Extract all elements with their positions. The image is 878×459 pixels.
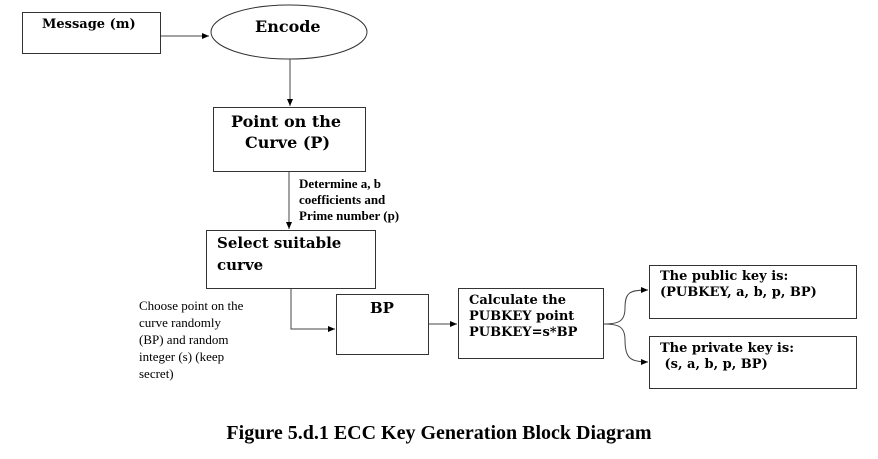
- select-line1: Select suitable: [217, 234, 342, 252]
- point-line2: Curve (P): [245, 133, 331, 152]
- determine-line3: Prime number (p): [299, 208, 400, 223]
- edge-select-bp: [290, 288, 335, 332]
- calculate-pubkey-box: Calculate the PUBKEY point PUBKEY=s*BP: [458, 288, 604, 359]
- private-line1: The private key is:: [660, 341, 794, 356]
- edge-calculate-public: [602, 287, 649, 325]
- choose-line1: Choose point on the: [139, 298, 244, 313]
- private-key-box: The private key is: (s, a, b, p, BP): [649, 336, 857, 389]
- message-box: Message (m): [22, 12, 161, 54]
- private-line2: (s, a, b, p, BP): [660, 357, 768, 372]
- select-curve-box: Select suitable curve: [206, 230, 376, 289]
- bp-label: BP: [370, 299, 394, 317]
- calculate-line1: Calculate the: [469, 293, 566, 308]
- public-key-box: The public key is: (PUBKEY, a, b, p, BP): [649, 265, 857, 319]
- select-line2: curve: [217, 256, 264, 274]
- message-label: Message (m): [42, 17, 136, 32]
- point-on-curve-box: Point on the Curve (P): [213, 107, 366, 172]
- calculate-line2: PUBKEY point: [469, 309, 575, 324]
- calculate-line3: PUBKEY=s*BP: [469, 325, 578, 340]
- determine-line1: Determine a, b: [299, 176, 381, 191]
- choose-line4: integer (s) (keep: [139, 349, 225, 364]
- bp-box: BP: [336, 294, 429, 355]
- choose-line2: curve randomly: [139, 315, 221, 330]
- public-line1: The public key is:: [660, 269, 789, 284]
- encode-label: Encode: [255, 17, 321, 36]
- choose-line5: secret): [139, 366, 174, 381]
- point-line1: Point on the: [231, 112, 342, 131]
- encode-ellipse: [210, 4, 368, 60]
- figure-caption: Figure 5.d.1 ECC Key Generation Block Di…: [226, 422, 652, 444]
- edge-calculate-private: [602, 323, 649, 365]
- public-line2: (PUBKEY, a, b, p, BP): [660, 285, 817, 300]
- choose-line3: (BP) and random: [139, 332, 229, 347]
- determine-line2: coefficients and: [299, 192, 386, 207]
